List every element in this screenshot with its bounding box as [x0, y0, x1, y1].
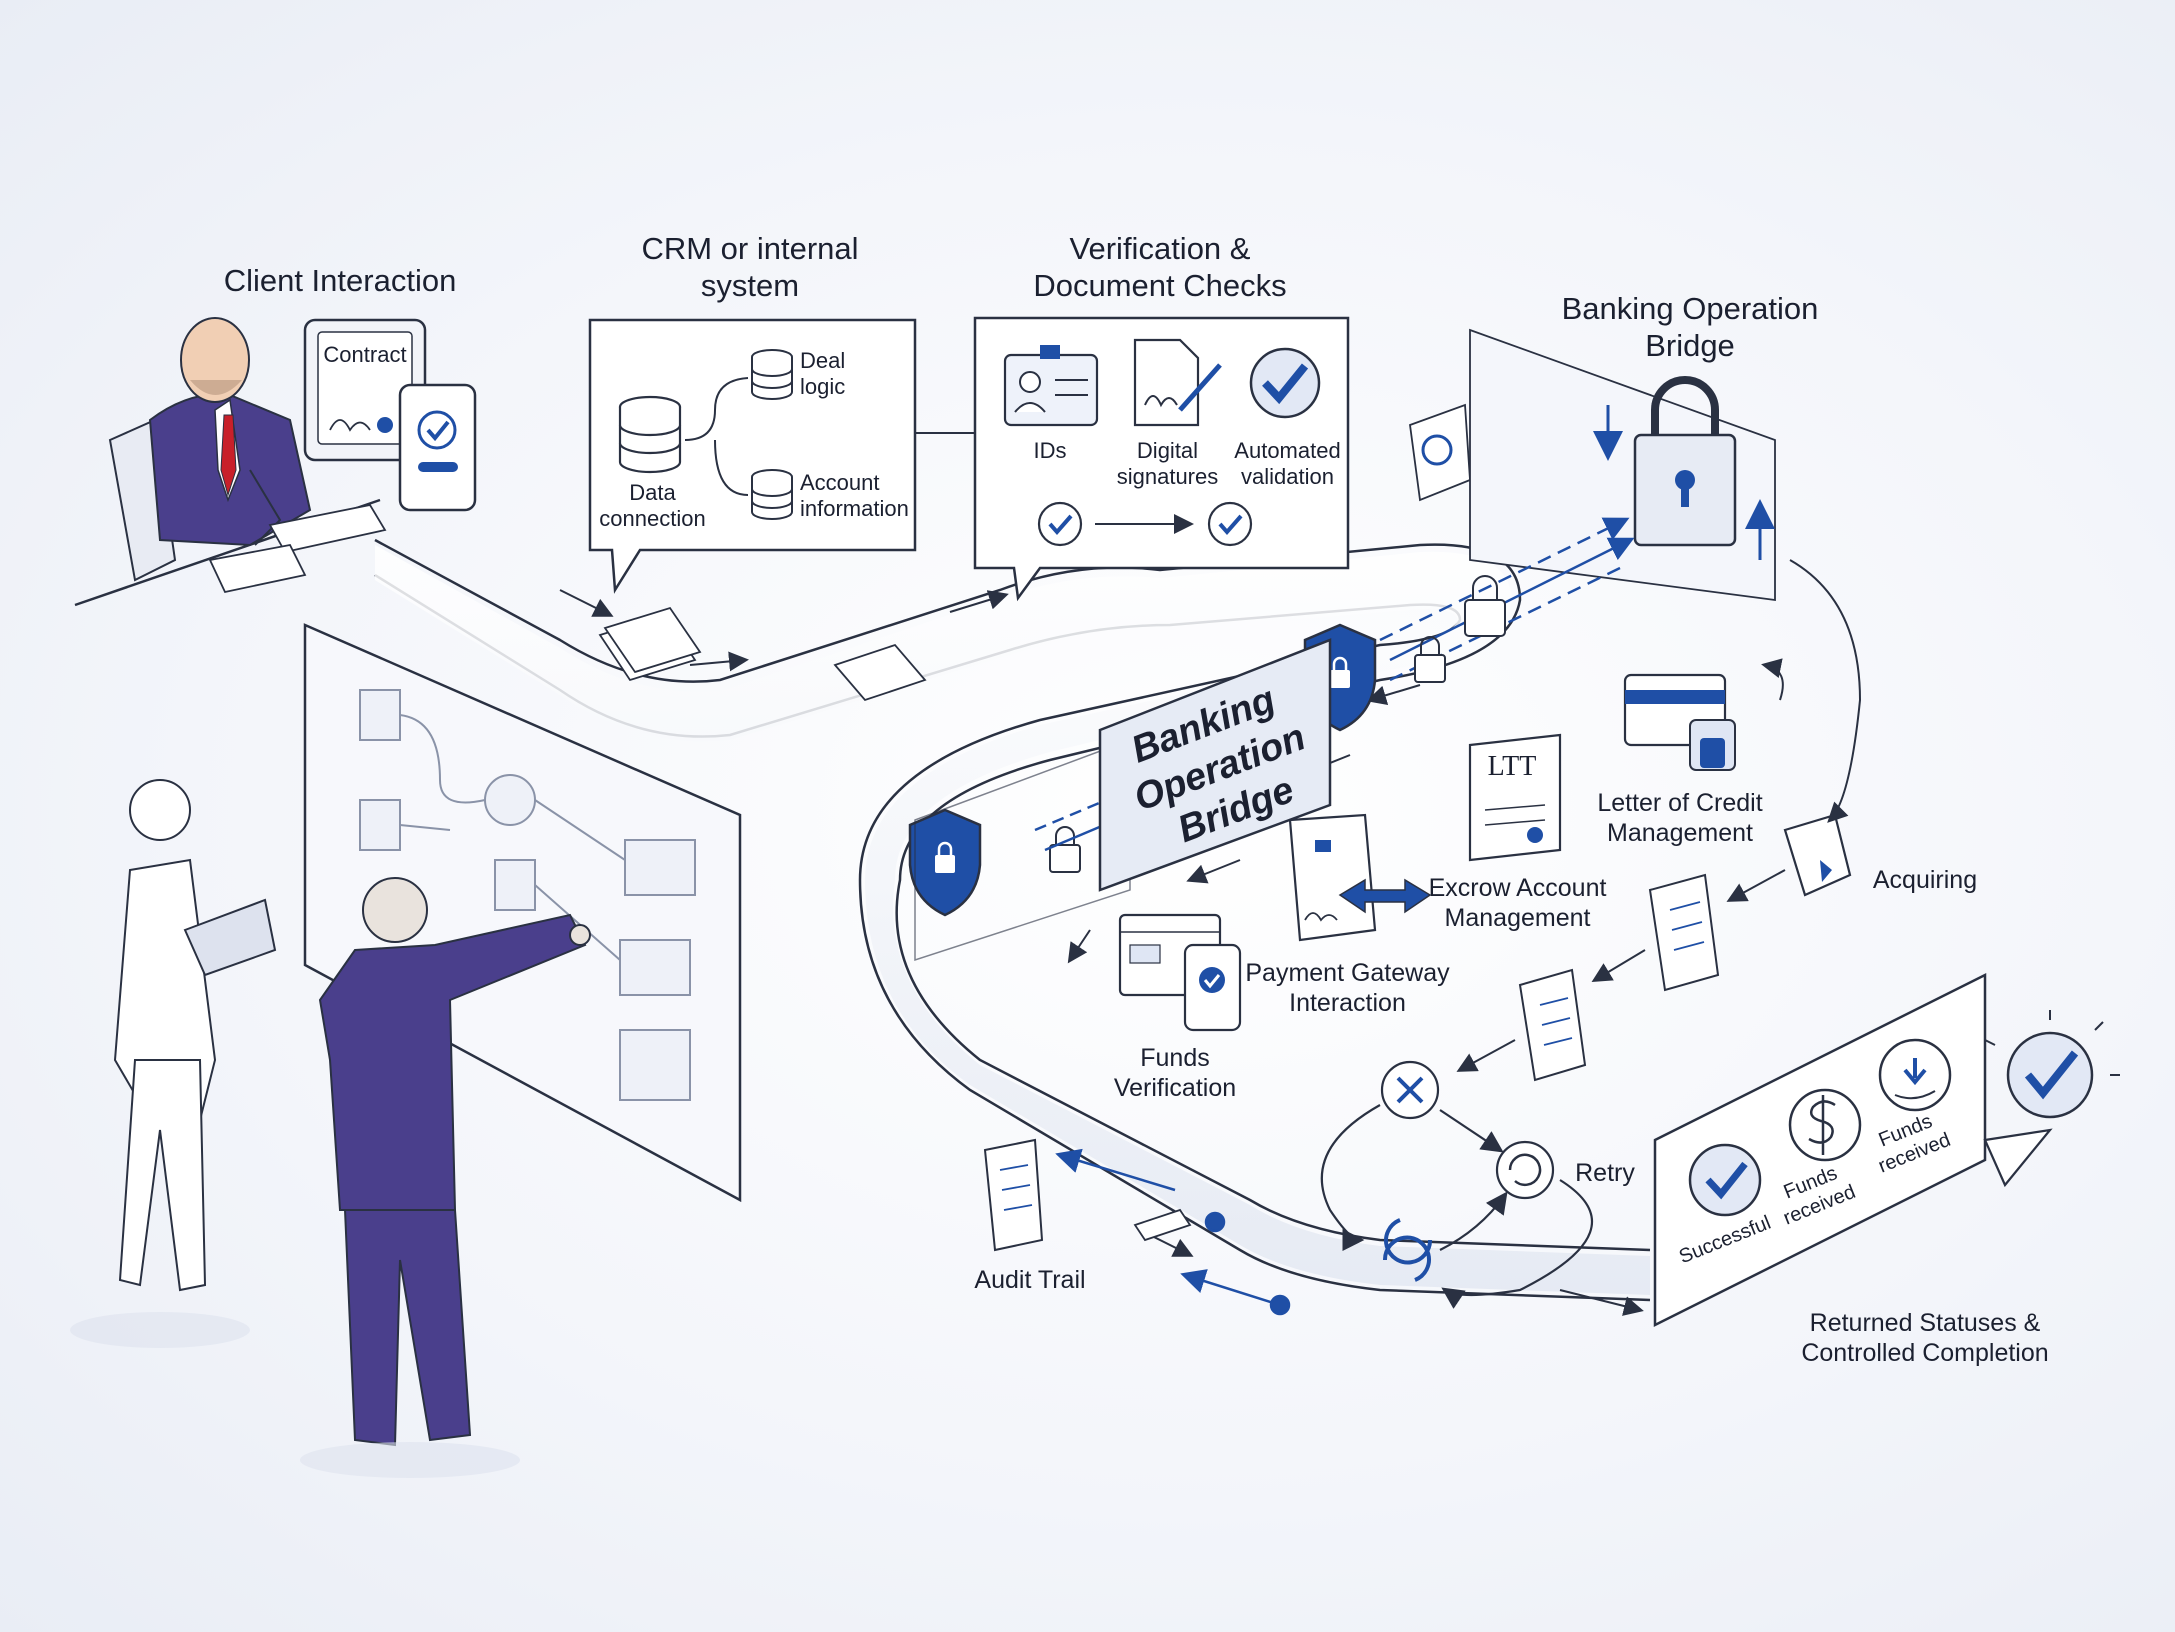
label-client-interaction: Client Interaction	[223, 263, 457, 298]
label-contract: Contract	[323, 342, 407, 367]
label-funds-verification: Funds Verification	[1113, 1044, 1237, 1102]
escrow-doc-icon	[1288, 813, 1432, 942]
label-ids: IDs	[1033, 438, 1067, 463]
whiteboard	[303, 623, 742, 1203]
status-panel	[1653, 972, 2053, 1328]
retry-loop	[1320, 1060, 1593, 1309]
id-card-icon	[1003, 345, 1099, 427]
audit-flow-lines	[1055, 1148, 1291, 1316]
audit-connector	[1133, 1208, 1192, 1242]
funds-received-badge-icon	[1878, 1038, 1952, 1112]
return-flow-arrows	[1456, 559, 1862, 1072]
signature-doc-icon	[1133, 338, 1222, 427]
label-returned-statuses: Returned Statuses & Controlled Completio…	[1801, 1309, 2049, 1367]
shield-icon-left	[908, 808, 982, 917]
crm-panel	[588, 318, 917, 594]
label-digital-signatures: Digital signatures	[1116, 438, 1219, 490]
bridge-banner-box	[1098, 638, 1332, 892]
payment-gateway-icon	[1118, 913, 1242, 1032]
automated-check-icon	[1249, 347, 1321, 419]
label-letter-of-credit: Letter of Credit Management	[1597, 789, 1763, 847]
database-icon-main	[618, 395, 682, 474]
label-crm-title: CRM or internal system	[641, 231, 859, 304]
database-icon-account	[751, 469, 793, 520]
check-flow-icons	[1037, 501, 1253, 547]
padlock-icon-large	[1633, 376, 1737, 547]
completion-check-icon	[1984, 1010, 2120, 1119]
woman-figure	[70, 779, 277, 1348]
letter-of-credit-doc-icon	[1468, 733, 1562, 862]
road-surface	[375, 545, 1650, 1295]
phone-check	[398, 383, 477, 512]
man-figure	[300, 877, 591, 1478]
database-icon-deal	[751, 349, 793, 400]
left-wall-panel	[914, 738, 1131, 962]
small-lock-icons	[1049, 575, 1506, 873]
label-retry: Retry	[1575, 1159, 1635, 1187]
label-data-connection: Data connection	[599, 480, 706, 532]
label-deal-logic: Deal logic	[800, 348, 846, 400]
secure-data-lines	[1379, 517, 1635, 682]
success-badge-icon	[1688, 1143, 1762, 1217]
refresh-icon	[1382, 1218, 1433, 1282]
bridge-lock-wall	[1469, 328, 1776, 602]
label-account-information: Account information	[800, 470, 909, 522]
dollar-badge-icon	[1788, 1088, 1862, 1162]
client-desk-scene	[74, 317, 387, 607]
verification-panel	[973, 316, 1350, 602]
credit-card-icon	[1623, 673, 1736, 771]
checklist-scroll-icons	[983, 873, 1720, 1252]
label-banking-bridge-title: Banking Operation Bridge	[1561, 291, 1819, 364]
label-audit-trail: Audit Trail	[974, 1266, 1086, 1294]
acquiring-icon	[1783, 813, 1852, 897]
label-escrow: Excrow Account Management	[1428, 874, 1607, 932]
label-payment-gateway: Payment Gateway Interaction	[1245, 959, 1450, 1017]
label-verification-title: Verification & Document Checks	[1033, 231, 1287, 304]
label-acquiring: Acquiring	[1872, 866, 1978, 894]
label-automated-validation: Automated validation	[1234, 438, 1341, 490]
label-lc-doc: LTT	[1487, 751, 1537, 782]
tablet-contract	[303, 318, 427, 462]
